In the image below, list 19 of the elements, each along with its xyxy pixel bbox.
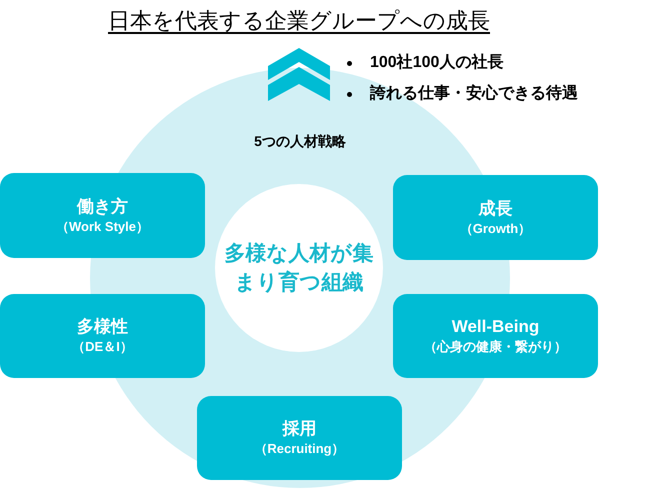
box-title: 成長 bbox=[478, 198, 512, 220]
strategy-box bbox=[393, 175, 598, 260]
strategy-box bbox=[393, 294, 598, 378]
box-title: Well-Being bbox=[452, 316, 540, 338]
title: 日本を代表する企業グループへの成長 bbox=[107, 7, 491, 35]
bullet-point: 誇れる仕事・安心できる待遇 bbox=[370, 83, 578, 104]
box-title: 働き方 bbox=[77, 196, 128, 218]
box-subtitle: （Recruiting） bbox=[254, 440, 345, 458]
box-subtitle: （DE＆I） bbox=[72, 338, 133, 356]
strategy-box bbox=[0, 173, 205, 258]
box-title: 多様性 bbox=[77, 316, 128, 338]
center-circle: 多様な人材が集まり育つ組織 bbox=[215, 184, 383, 352]
box-subtitle: （Work Style） bbox=[56, 218, 149, 236]
heading: 5つの人材戦略 bbox=[253, 132, 347, 150]
bullet-point: 100社100人の社長 bbox=[370, 52, 504, 73]
strategy-box bbox=[0, 294, 205, 378]
box-subtitle: （心身の健康・繋がり） bbox=[424, 338, 567, 356]
box-title: 採用 bbox=[282, 418, 316, 440]
box-subtitle: （Growth） bbox=[460, 220, 532, 238]
